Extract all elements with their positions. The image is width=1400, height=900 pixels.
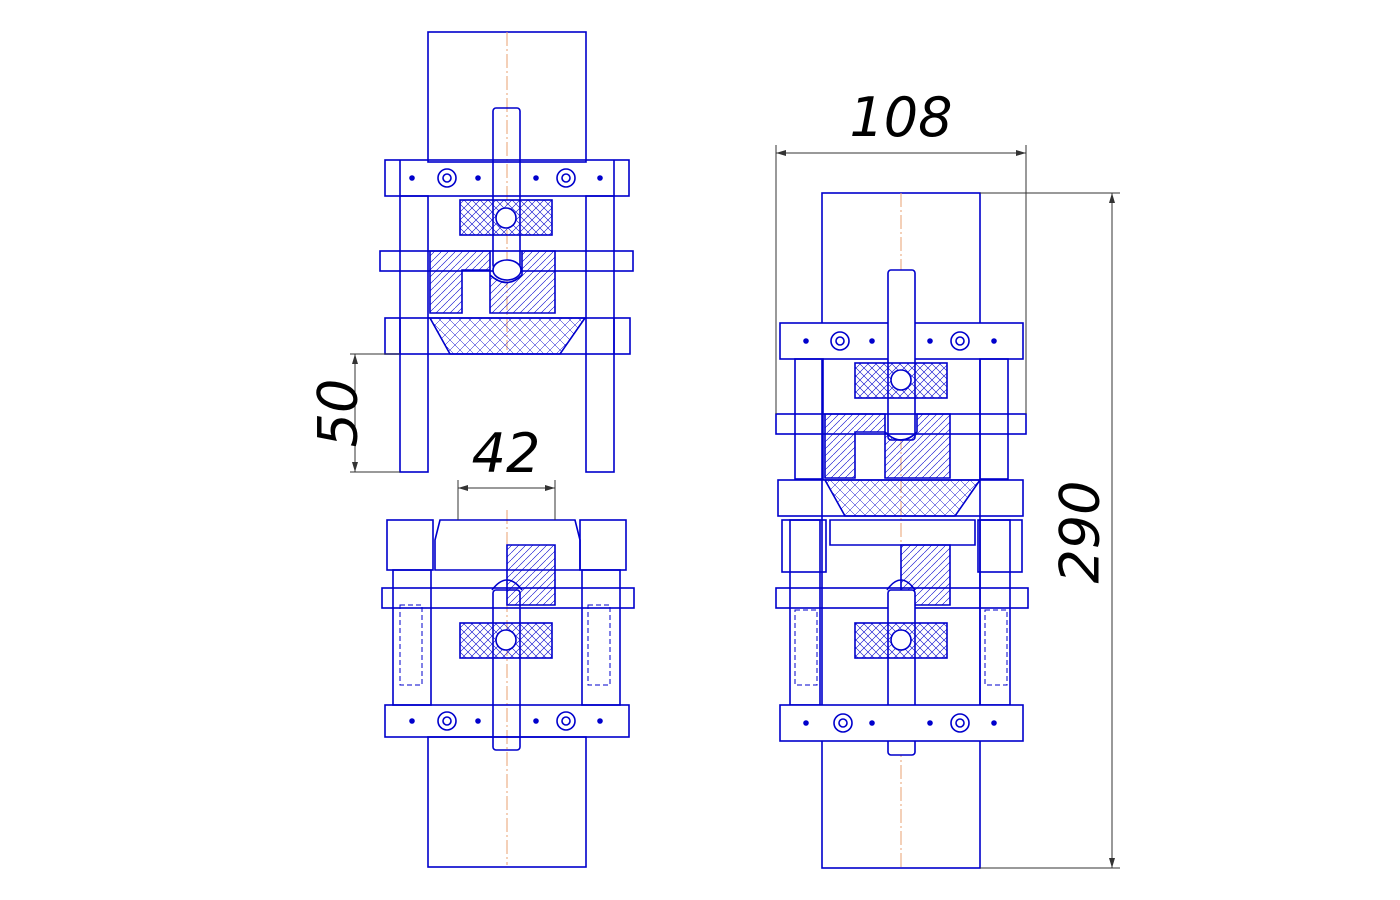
guide-column-left <box>789 519 821 706</box>
dimension-50: 50 <box>307 379 370 448</box>
crosshead-section <box>824 413 951 479</box>
guide-column-right <box>585 195 615 473</box>
lower-crosshead <box>381 587 635 609</box>
guide-column-right <box>979 358 1009 480</box>
guide-column-right <box>979 519 1011 706</box>
crosshead-section <box>429 250 556 314</box>
guide-column-left <box>794 358 824 480</box>
nut-left <box>386 519 434 571</box>
grip-section <box>506 544 556 606</box>
dimension-42: 42 <box>472 422 541 485</box>
bottom-clamp-plate <box>779 704 1024 742</box>
screw-head <box>437 168 457 188</box>
screw-head <box>556 168 576 188</box>
lead-screw <box>492 589 521 751</box>
crosshead <box>775 413 1027 435</box>
left-bottom-assembly <box>381 510 635 868</box>
dimension-290: 290 <box>1049 480 1112 583</box>
screw-tip <box>491 579 523 591</box>
guide-column-left <box>399 195 429 473</box>
top-clamp-plate <box>384 159 630 197</box>
nut-right <box>977 519 1023 573</box>
bridge-piece <box>829 519 976 546</box>
wedge-grip <box>428 317 587 355</box>
specimen-lower <box>427 736 587 868</box>
dimension-lines <box>350 145 1120 869</box>
dimension-108: 108 <box>849 86 952 149</box>
wedge-grip <box>823 479 982 517</box>
left-top-assembly <box>379 31 634 473</box>
right-assembly <box>775 192 1029 869</box>
nut-right <box>579 519 627 571</box>
